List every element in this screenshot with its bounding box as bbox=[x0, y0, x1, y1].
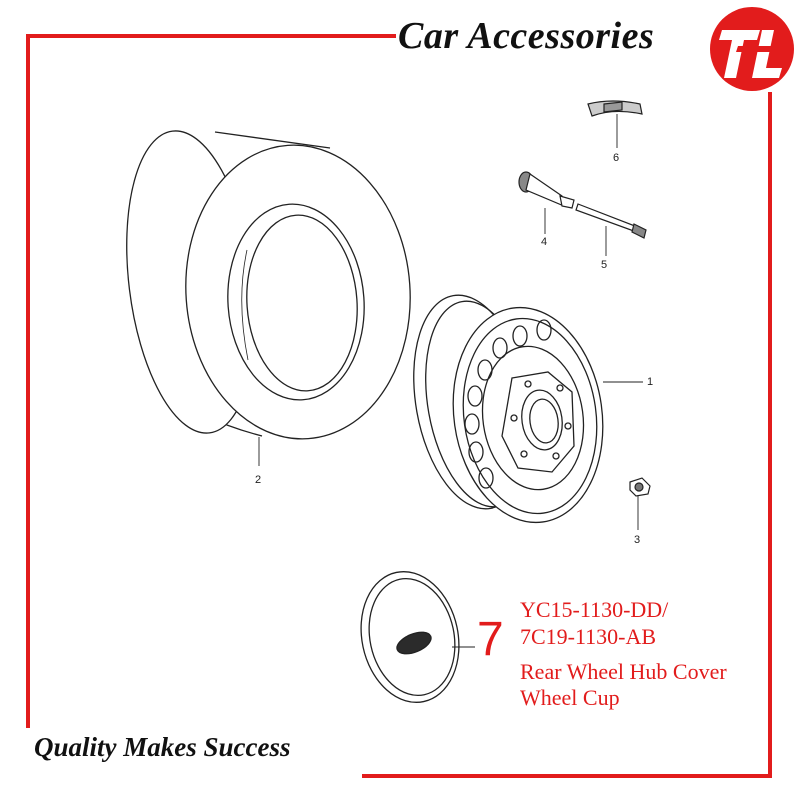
part-description-2: Wheel Cup bbox=[520, 685, 620, 710]
part-code-2: 7C19-1130-AB bbox=[520, 624, 657, 649]
part-number-5: 5 bbox=[601, 259, 608, 271]
hub-cover-illustration bbox=[360, 571, 460, 703]
tagline: Quality Makes Success bbox=[34, 732, 291, 762]
wheel-rim-illustration bbox=[413, 294, 604, 524]
part-number-3: 3 bbox=[634, 534, 641, 546]
lug-nut-illustration bbox=[629, 477, 651, 497]
brand-logo-icon bbox=[710, 7, 794, 91]
part-number-4: 4 bbox=[541, 236, 548, 248]
part-code-1: YC15-1130-DD/ bbox=[520, 597, 669, 622]
frame-bottom-line bbox=[362, 774, 772, 778]
part-number-1: 1 bbox=[647, 376, 654, 388]
balance-weight-illustration bbox=[587, 100, 643, 117]
frame-right-line bbox=[768, 92, 772, 778]
brand-title: Car Accessories bbox=[396, 14, 657, 58]
valve-extension-illustration bbox=[575, 203, 647, 239]
frame-left-line bbox=[26, 34, 30, 728]
leader-lines bbox=[258, 114, 643, 648]
valve-stem-illustration bbox=[518, 171, 575, 209]
part-number-6: 6 bbox=[613, 152, 620, 164]
highlight-part-number: 7 bbox=[477, 613, 504, 666]
part-description-1: Rear Wheel Hub Cover bbox=[520, 659, 727, 684]
tire-illustration bbox=[126, 130, 411, 440]
part-number-2: 2 bbox=[255, 474, 262, 486]
frame-top-line bbox=[26, 34, 398, 38]
